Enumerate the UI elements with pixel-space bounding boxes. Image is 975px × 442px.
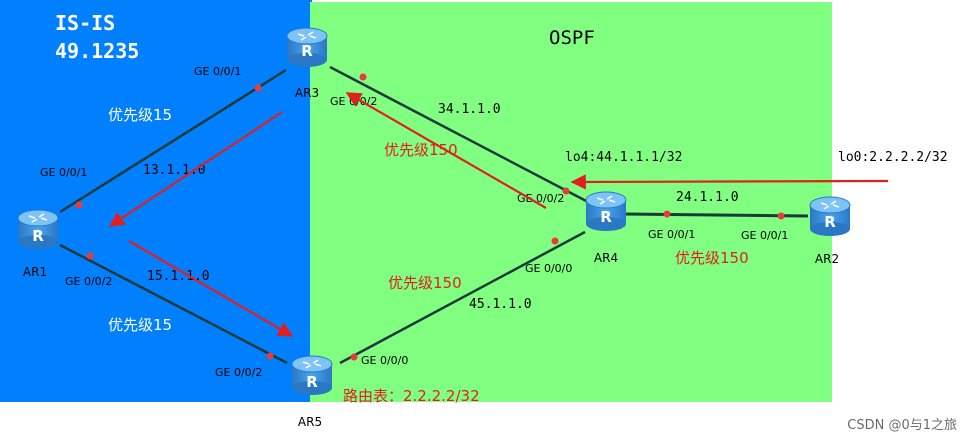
priority-label-isis-top: 优先级15	[108, 106, 172, 124]
router-icon-letter: R	[306, 373, 318, 391]
network-label-45: 45.1.1.0	[469, 297, 532, 312]
router-ar3[interactable]: R	[286, 27, 328, 68]
ospf-zone	[310, 2, 832, 402]
watermark: CSDN @0与1之旅	[847, 418, 957, 433]
arrow-ar1-to-ar5	[128, 240, 294, 337]
ospf-zone-title: OSPF	[549, 27, 595, 49]
arrow-ar2-to-ar4	[570, 174, 889, 190]
port-dots	[75, 73, 785, 361]
loopback-label-ar4: lo4:44.1.1.1/32	[565, 150, 682, 165]
priority-label-ospf-bottom: 优先级150	[388, 274, 462, 292]
network-label-13: 13.1.1.0	[143, 163, 206, 178]
router-icon-letter: R	[600, 208, 612, 226]
loopback-label-ar2: lo0:2.2.2.2/32	[838, 150, 948, 165]
interface-label-ar1-g001: GE 0/0/1	[40, 166, 87, 179]
router-icon-letter: R	[824, 213, 836, 231]
interface-label-ar4-g002: GE 0/0/2	[517, 192, 564, 205]
port-dot	[562, 187, 570, 195]
router-icon-letter: R	[32, 227, 44, 245]
port-dot	[777, 212, 785, 220]
interface-label-ar5-g002: GE 0/0/2	[215, 366, 262, 379]
network-label-15: 15.1.1.0	[147, 269, 210, 284]
link-ar3-ar4	[329, 65, 591, 205]
port-dot	[75, 201, 83, 209]
interface-label-ar2-g001: GE 0/0/1	[741, 229, 788, 242]
router-ar4[interactable]: R	[585, 191, 627, 232]
router-label-ar2: AR2	[815, 252, 839, 266]
router-ar1[interactable]: R	[17, 209, 59, 250]
route-arrows	[108, 92, 889, 337]
router-label-ar4: AR4	[594, 251, 618, 265]
link-ar4-ar5	[339, 230, 586, 365]
priority-label-isis-bottom: 优先级15	[108, 316, 172, 334]
priority-label-ospf-ar2: 优先级150	[675, 249, 749, 267]
link-ar1-ar5	[59, 243, 288, 365]
route-table-label: 路由表：2.2.2.2/32	[343, 387, 480, 405]
arrow-ar3-to-ar1	[108, 111, 283, 227]
port-dot	[266, 352, 274, 360]
interface-label-ar4-g001: GE 0/0/1	[648, 228, 695, 241]
router-ar5[interactable]: R	[291, 355, 333, 396]
router-label-ar5: AR5	[298, 415, 322, 429]
isis-zone	[0, 0, 312, 402]
link-ar4-ar2	[619, 212, 809, 218]
isis-area-id: 49.1235	[55, 39, 139, 63]
router-label-ar1: AR1	[23, 265, 47, 279]
router-icon-letter: R	[301, 42, 313, 60]
port-dot	[551, 237, 559, 245]
interface-label-ar1-g002: GE 0/0/2	[65, 275, 112, 288]
interface-label-ar4-g000: GE 0/0/0	[525, 262, 572, 275]
port-dot	[663, 210, 671, 218]
interface-label-ar5-g000: GE 0/0/0	[361, 354, 408, 367]
network-label-24: 24.1.1.0	[676, 190, 739, 205]
link-ar1-ar3	[59, 68, 287, 214]
interface-label-ar3-g001: GE 0/0/1	[194, 65, 241, 78]
port-dot	[254, 84, 262, 92]
port-dot	[86, 252, 94, 260]
network-label-34: 34.1.1.0	[438, 102, 501, 117]
router-label-ar3: AR3	[295, 86, 319, 100]
port-dot	[350, 353, 358, 361]
arrow-ar4-to-ar3	[345, 92, 547, 209]
isis-zone-title: IS-IS	[55, 11, 115, 35]
port-dot	[359, 73, 367, 81]
router-ar2[interactable]: R	[809, 196, 851, 237]
